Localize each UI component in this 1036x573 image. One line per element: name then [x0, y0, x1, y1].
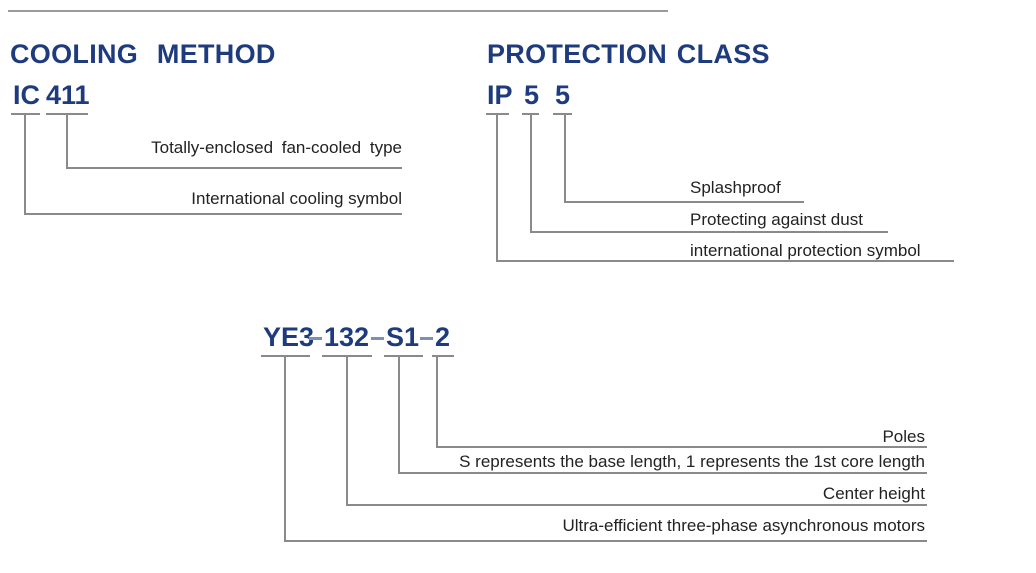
model-code-s1: S1	[386, 322, 420, 352]
connector-core-length-hline	[398, 472, 927, 474]
connector-core-length-vline	[398, 356, 400, 473]
model-code-dash-3	[420, 337, 433, 340]
protection-class-title: PROTECTION CLASS	[487, 39, 770, 69]
code-underline-5a	[522, 113, 539, 115]
protection-code-5a: 5	[524, 80, 540, 110]
connector-center-height-vline	[346, 356, 348, 505]
connector-poles-hline	[436, 446, 927, 448]
code-underline-2	[432, 355, 454, 357]
cooling-method-title: COOLING METHOD	[10, 39, 276, 69]
model-code-dash-2	[371, 337, 384, 340]
connector-protection-symbol-vline	[496, 114, 498, 261]
code-underline-411	[46, 113, 88, 115]
connector-protection-symbol-hline	[496, 260, 954, 262]
cooling-code-411: 411	[46, 80, 90, 110]
connector-splashproof-vline	[564, 114, 566, 202]
connector-splashproof-hline	[564, 201, 804, 203]
callout-core-length: S represents the base length, 1 represen…	[459, 452, 925, 471]
connector-dust-vline	[530, 114, 532, 232]
protection-code-5b: 5	[555, 80, 571, 110]
callout-poles: Poles	[882, 427, 925, 446]
callout-fan-cooled-type: Totally-enclosed fan-cooled type	[151, 138, 402, 157]
model-code-dash-1	[309, 337, 322, 340]
callout-center-height: Center height	[822, 484, 925, 503]
connector-cooling-symbol-vline	[24, 114, 26, 214]
connector-dust-hline	[530, 231, 888, 233]
protection-code-ip: IP	[487, 80, 513, 110]
connector-cooling-symbol-hline	[24, 213, 402, 215]
code-underline-s1	[384, 355, 423, 357]
code-underline-132	[322, 355, 372, 357]
callout-motor-series: Ultra-efficient three-phase asynchronous…	[562, 516, 925, 535]
connector-poles-vline	[436, 356, 438, 447]
callout-protection-symbol: international protection symbol	[690, 241, 921, 260]
callout-dust-protection: Protecting against dust	[690, 210, 863, 229]
callout-cooling-symbol: International cooling symbol	[191, 189, 402, 208]
code-underline-ic	[11, 113, 40, 115]
code-underline-5b	[553, 113, 572, 115]
code-underline-ip	[486, 113, 509, 115]
model-code-2: 2	[435, 322, 451, 352]
connector-fan-cooled-vline	[66, 114, 68, 168]
connector-fan-cooled-hline	[66, 167, 402, 169]
connector-motor-series-vline	[284, 356, 286, 541]
cooling-code-ic: IC	[13, 80, 40, 110]
connector-center-height-hline	[346, 504, 927, 506]
code-underline-ye3	[261, 355, 310, 357]
connector-motor-series-hline	[284, 540, 927, 542]
model-code-ye3: YE3	[263, 322, 315, 352]
callout-splashproof: Splashproof	[690, 178, 781, 197]
top-divider-line	[8, 10, 668, 13]
model-code-132: 132	[324, 322, 370, 352]
